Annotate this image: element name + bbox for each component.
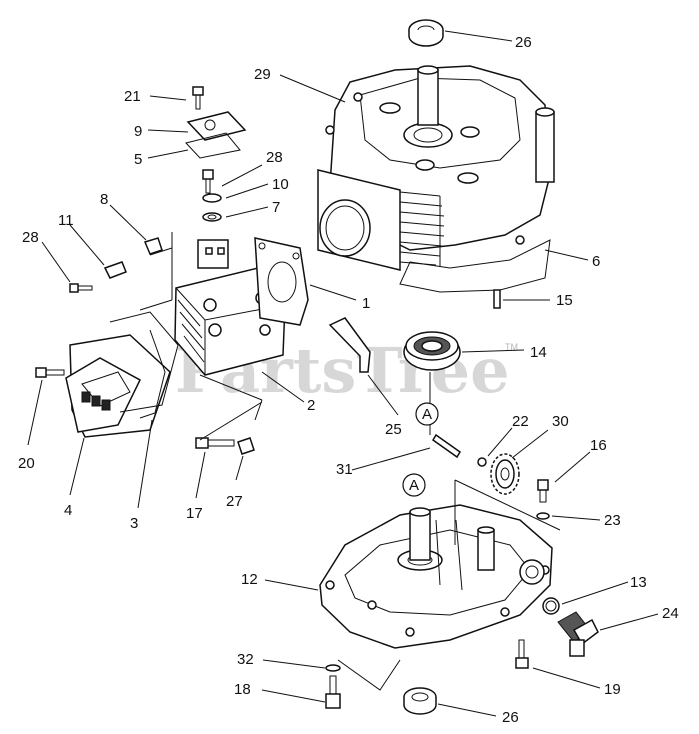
callout-14: 14 <box>530 344 547 361</box>
reference-mark-a-upper: A <box>415 402 439 426</box>
part-16-bolt[interactable] <box>537 479 549 503</box>
part-27-dowel-pin[interactable] <box>237 437 255 455</box>
svg-text:A: A <box>422 406 432 423</box>
callout-7: 7 <box>272 199 280 216</box>
leader-lines <box>27 30 659 717</box>
part-20-bolt[interactable] <box>35 367 65 378</box>
callout-24: 24 <box>662 605 679 622</box>
callout-21: 21 <box>124 88 141 105</box>
part-23-washer[interactable] <box>536 512 550 520</box>
callout-19: 19 <box>604 681 621 698</box>
callout-15: 15 <box>556 292 573 309</box>
callout-1: 1 <box>362 295 370 312</box>
callout-22: 22 <box>512 413 529 430</box>
part-31-shaft-pin[interactable] <box>431 433 462 459</box>
part-10-valve-retainer[interactable] <box>202 193 222 203</box>
callout-12: 12 <box>241 571 258 588</box>
part-29-cylinder-block[interactable] <box>317 65 555 293</box>
part-19-bolt[interactable] <box>515 639 529 669</box>
assembly-guide-lines <box>139 232 561 691</box>
part-7-washer[interactable] <box>202 212 222 222</box>
part-26-oil-seal-bottom[interactable] <box>403 687 437 715</box>
part-22-retaining-ring[interactable] <box>477 457 487 467</box>
part-1-head-gasket[interactable] <box>254 237 309 326</box>
callout-16: 16 <box>590 437 607 454</box>
callout-27: 27 <box>226 493 243 510</box>
part-24-drain-plug[interactable] <box>557 611 599 657</box>
part-13-o-ring[interactable] <box>542 597 560 615</box>
part-18-bolt[interactable] <box>325 675 341 709</box>
part-4-valve-cover[interactable] <box>65 334 171 438</box>
callout-10: 10 <box>272 176 289 193</box>
part-21-screw[interactable] <box>192 86 204 110</box>
callout-9: 9 <box>134 123 142 140</box>
callout-26-bottom: 26 <box>502 709 519 726</box>
part-3-valve-cover-gasket[interactable] <box>109 311 179 419</box>
callout-8: 8 <box>100 191 108 208</box>
part-5-breather-gasket[interactable] <box>185 132 241 159</box>
part-17-head-bolt[interactable] <box>195 437 235 449</box>
callout-26-top: 26 <box>515 34 532 51</box>
part-9-breather-cover[interactable] <box>186 111 247 141</box>
callout-17: 17 <box>186 505 203 522</box>
callout-2: 2 <box>307 397 315 414</box>
part-15-dowel-pin[interactable] <box>493 289 501 309</box>
callout-20: 20 <box>18 455 35 472</box>
callout-3: 3 <box>130 515 138 532</box>
watermark-trademark: TM <box>505 342 518 352</box>
callout-18: 18 <box>234 681 251 698</box>
callout-4: 4 <box>64 502 72 519</box>
part-28-screw-upper[interactable] <box>202 169 214 194</box>
callout-28-upper: 28 <box>266 149 283 166</box>
callout-25: 25 <box>385 421 402 438</box>
callout-23: 23 <box>604 512 621 529</box>
reference-mark-a-lower: A <box>402 473 426 497</box>
callout-5: 5 <box>134 151 142 168</box>
callout-6: 6 <box>592 253 600 270</box>
svg-text:A: A <box>409 477 419 494</box>
part-25-breather-tube[interactable] <box>328 317 371 373</box>
part-32-washer[interactable] <box>325 664 341 672</box>
part-12-crankcase-cover[interactable] <box>319 504 553 649</box>
callout-labels: 26 29 21 9 5 28 10 7 8 11 28 6 1 15 14 2… <box>18 34 679 726</box>
callout-28-lower: 28 <box>22 229 39 246</box>
callout-11: 11 <box>58 212 74 229</box>
part-28-screw-lower[interactable] <box>69 283 93 293</box>
part-11-link[interactable] <box>103 261 127 279</box>
callout-31: 31 <box>336 461 353 478</box>
callout-32: 32 <box>237 651 254 668</box>
part-8-bracket[interactable] <box>143 237 163 255</box>
callout-30: 30 <box>552 413 569 430</box>
part-26-oil-seal-top[interactable] <box>408 19 444 47</box>
part-30-governor-gear[interactable] <box>490 453 520 495</box>
part-14-bearing[interactable] <box>403 331 461 371</box>
callout-29: 29 <box>254 66 271 83</box>
callout-13: 13 <box>630 574 647 591</box>
